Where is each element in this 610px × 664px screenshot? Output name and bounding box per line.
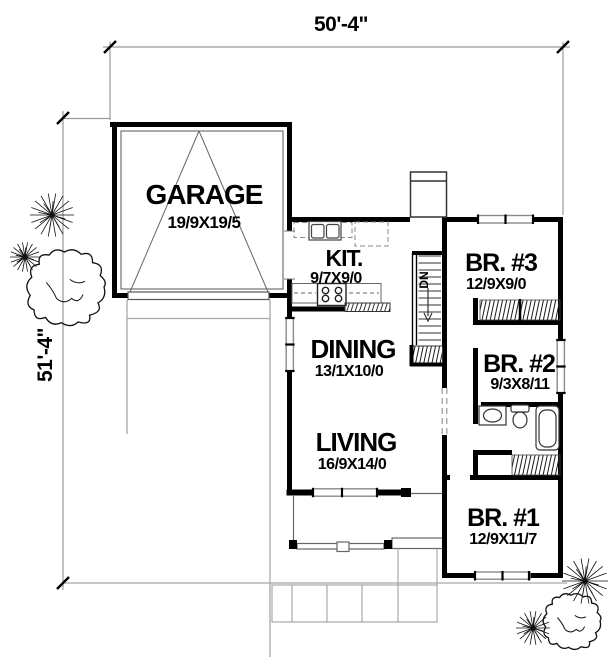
- garage-entry-jambs: [284, 230, 295, 280]
- stair-arrowhead: [423, 312, 433, 323]
- dining-size: 13/1X10/0: [315, 363, 384, 380]
- br2-label: BR. #2: [483, 350, 555, 378]
- bedroom-2: BR. #2 9/3X8/11: [473, 348, 556, 407]
- bathroom: [473, 402, 563, 477]
- garage-inner-wall-line: [120, 130, 284, 290]
- hall-wall: [441, 217, 448, 578]
- tree-icon: [543, 594, 601, 650]
- bush-icon: [10, 242, 40, 271]
- dimension-height-label: 51'-4": [34, 328, 57, 382]
- windows: [285, 214, 566, 581]
- wall-end-post: [401, 488, 411, 497]
- tree-icon: [27, 250, 105, 326]
- dim-tick: [103, 40, 117, 54]
- kitchen-bar-edge: [344, 302, 391, 312]
- stove: [316, 282, 347, 307]
- garage: GARAGE 19/9X19/5: [110, 122, 295, 301]
- cased-opening-dashed: [441, 388, 448, 435]
- bedroom-1: BR. #1 12/9X11/7: [445, 454, 563, 548]
- dim-tick: [56, 111, 70, 125]
- bathtub: [535, 405, 560, 451]
- dimension-width-label: 50'-4": [314, 13, 368, 36]
- porch-post: [384, 540, 392, 549]
- br3-size: 12/9X9/0: [466, 276, 527, 293]
- porch-post: [289, 540, 297, 549]
- br1-closet: [511, 454, 561, 476]
- garage-size: 19/9X19/5: [167, 213, 240, 232]
- dimension-left: 51'-4": [34, 111, 110, 590]
- dimension-top: 50'-4": [103, 13, 570, 215]
- understair-closet: [411, 345, 443, 364]
- toilet: [510, 404, 530, 429]
- paver-steps: [271, 548, 438, 623]
- dim-tick: [56, 576, 70, 590]
- dining-label: DINING: [311, 334, 396, 364]
- window-br2-right: [556, 338, 566, 395]
- garage-label: GARAGE: [146, 179, 263, 210]
- stair-treads: [418, 255, 441, 341]
- br3-label: BR. #3: [465, 249, 537, 277]
- chimney: [409, 171, 448, 218]
- driveway: [126, 300, 271, 657]
- kitchen-sink: [308, 220, 342, 241]
- window-living-front: [311, 487, 379, 498]
- dim-tick: [556, 40, 570, 54]
- porch-step: [336, 541, 350, 553]
- site-lines: [63, 300, 567, 657]
- br2-size: 9/3X8/11: [490, 376, 550, 393]
- window-br3-top: [476, 214, 535, 224]
- porch: [292, 492, 445, 553]
- dining-room: DINING 13/1X10/0: [311, 334, 397, 380]
- bedroom-3: BR. #3 12/9X9/0: [465, 249, 563, 325]
- kitchen-label: KIT.: [326, 245, 363, 271]
- living-label: LIVING: [316, 427, 397, 457]
- stairs: DN: [409, 251, 444, 367]
- bathroom-vanity: [478, 405, 507, 426]
- garage-door-swing: [129, 130, 269, 293]
- br1-size: 12/9X11/7: [469, 531, 537, 548]
- window-dining-left: [285, 316, 295, 373]
- bush-icon: [30, 193, 74, 236]
- living-size: 16/9X14/0: [318, 456, 387, 473]
- garage-door: [127, 291, 270, 301]
- br1-label: BR. #1: [467, 504, 540, 532]
- window-br1-bottom: [473, 571, 531, 581]
- stairs-dn-label: DN: [417, 271, 431, 288]
- kitchen: KIT. 9/7X9/0: [287, 220, 391, 312]
- kitchen-size: 9/7X9/0: [310, 270, 362, 287]
- living-room: LIVING 16/9X14/0: [316, 427, 398, 473]
